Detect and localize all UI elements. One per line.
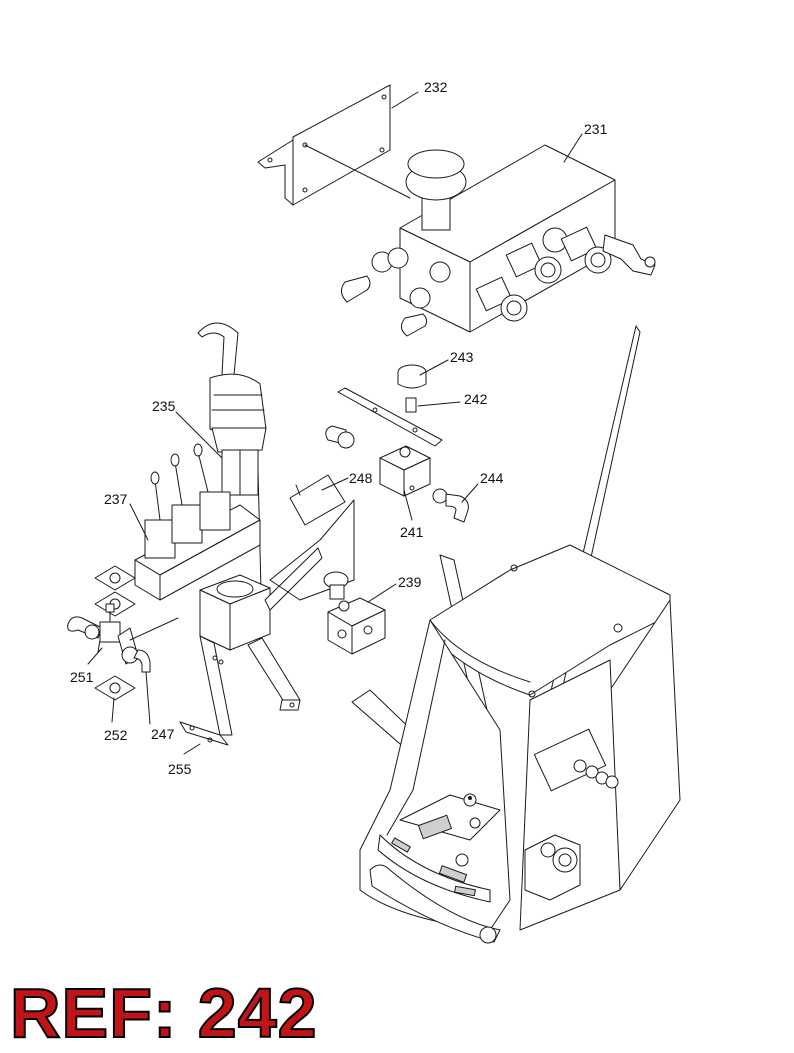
part-242-rail (337, 387, 443, 447)
callout-255: 255 (168, 761, 192, 777)
callout-labels: 232 231 235 237 243 242 248 244 241 239 … (70, 79, 608, 777)
part-251-247-fittings (67, 603, 179, 673)
callout-242: 242 (464, 391, 488, 407)
callout-251: 251 (70, 669, 94, 685)
callout-231: 231 (584, 121, 608, 137)
callout-232: 232 (424, 79, 448, 95)
callout-248: 248 (349, 470, 373, 486)
part-231-valve-block (341, 144, 656, 337)
part-235-joystick (197, 322, 267, 631)
part-232-mounting-plate (257, 84, 411, 206)
part-252-gaskets (94, 565, 136, 701)
callout-252: 252 (104, 727, 128, 743)
part-237-lever-valve (134, 443, 261, 601)
leader-lines (87, 91, 583, 755)
part-241-block (325, 425, 431, 497)
reference-label: REF: 242 (9, 974, 318, 1052)
part-255-bracket (179, 499, 355, 746)
part-239-valve (323, 571, 386, 655)
callout-247: 247 (151, 726, 175, 742)
part-244-elbow (432, 488, 469, 523)
callout-239: 239 (398, 574, 422, 590)
callout-237: 237 (104, 491, 128, 507)
callout-243: 243 (450, 349, 474, 365)
callout-241: 241 (400, 524, 424, 540)
part-243-cap (397, 364, 427, 389)
cab-housing (351, 325, 681, 944)
part-248-plate (289, 474, 346, 526)
callout-244: 244 (480, 470, 504, 486)
callout-235: 235 (152, 398, 176, 414)
